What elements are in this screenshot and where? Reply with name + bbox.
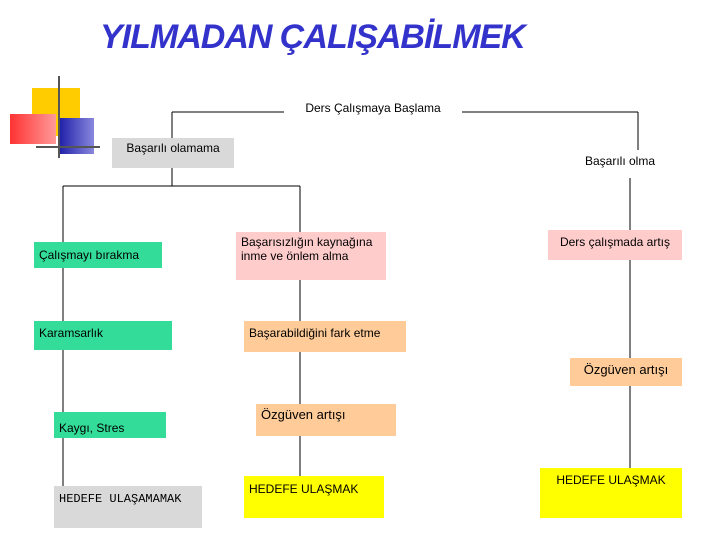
node-realize: Başarabildiğini fark etme bbox=[244, 321, 406, 352]
node-root-label: Ders Çalışmaya Başlama bbox=[305, 101, 441, 115]
node-realize-label: Başarabildiğini fark etme bbox=[249, 326, 381, 340]
node-confidence-right: Özgüven artışı bbox=[570, 358, 682, 386]
node-root: Ders Çalışmaya Başlama bbox=[284, 96, 462, 123]
node-goal-mid-label: HEDEFE ULAŞMAK bbox=[249, 482, 359, 496]
page-title: YILMADAN ÇALIŞABİLMEK bbox=[100, 18, 526, 56]
node-root-cause: Başarısızlığın kaynağına inme ve önlem a… bbox=[236, 232, 386, 280]
node-quit: Çalışmayı bırakma bbox=[34, 242, 162, 268]
decor-red-square bbox=[10, 114, 56, 144]
node-study-increase-label: Ders çalışmada artış bbox=[559, 235, 671, 249]
node-goal-right-label: HEDEFE ULAŞMAK bbox=[556, 473, 666, 487]
node-confidence-right-label: Özgüven artışı bbox=[583, 362, 669, 377]
node-fail-goal-label: HEDEFE ULAŞAMAMAK bbox=[59, 492, 182, 506]
node-anxiety: Kaygı, Stres bbox=[54, 412, 166, 438]
node-success-label: Başarılı olma bbox=[584, 154, 656, 168]
decor-horizontal-bar bbox=[36, 146, 100, 148]
node-goal-right: HEDEFE ULAŞMAK bbox=[540, 468, 682, 518]
node-confidence-mid: Özgüven artışı bbox=[256, 404, 396, 436]
node-success: Başarılı olma bbox=[560, 150, 680, 178]
node-fail-label: Başarılı olamama bbox=[126, 141, 220, 155]
decor-vertical-bar bbox=[58, 76, 60, 158]
node-pessimism-label: Karamsarlık bbox=[39, 326, 104, 340]
node-fail: Başarılı olamama bbox=[112, 138, 234, 168]
node-confidence-mid-label: Özgüven artışı bbox=[261, 407, 346, 422]
node-quit-label: Çalışmayı bırakma bbox=[39, 248, 140, 262]
node-goal-mid: HEDEFE ULAŞMAK bbox=[244, 476, 384, 518]
node-anxiety-label: Kaygı, Stres bbox=[59, 421, 125, 435]
node-root-cause-label: Başarısızlığın kaynağına inme ve önlem a… bbox=[241, 235, 373, 263]
decor-blue-square bbox=[60, 118, 94, 154]
node-study-increase: Ders çalışmada artış bbox=[548, 230, 682, 260]
node-pessimism: Karamsarlık bbox=[34, 321, 172, 350]
node-fail-goal: HEDEFE ULAŞAMAMAK bbox=[54, 486, 202, 528]
